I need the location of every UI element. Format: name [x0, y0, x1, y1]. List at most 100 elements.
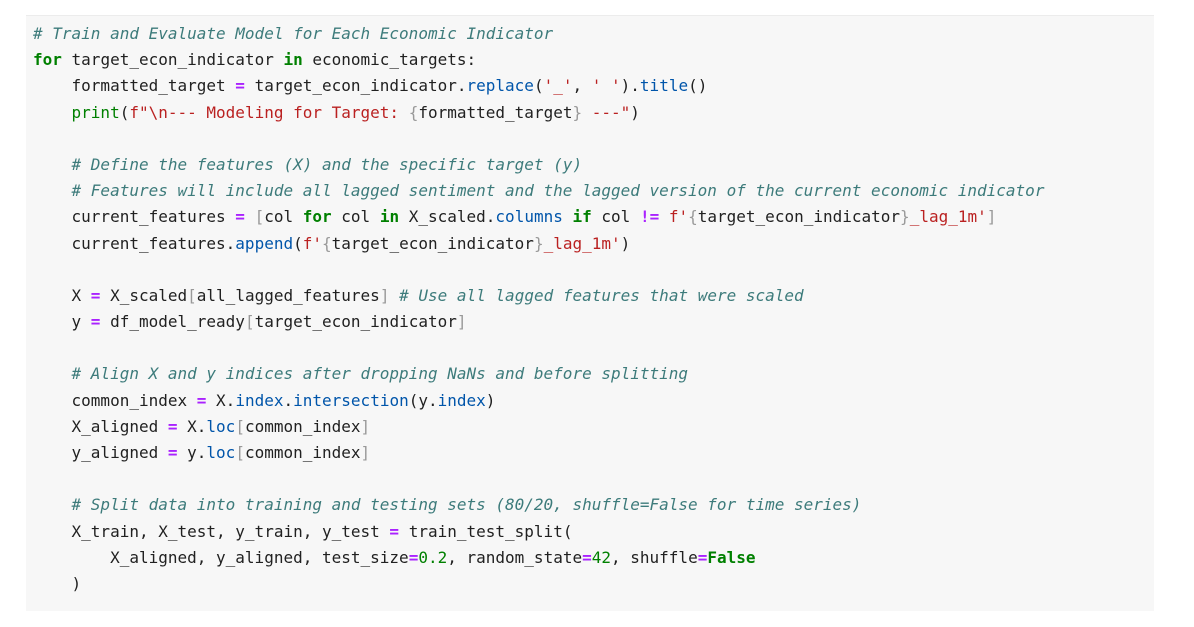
code-token-plain — [33, 364, 72, 383]
code-token-builtin: print — [71, 102, 120, 122]
code-line — [33, 335, 1044, 361]
code-token-plain: economic_targets: — [302, 50, 477, 70]
code-token-plain: target_econ_indicator — [331, 233, 534, 253]
code-token-string: _lag_1m' — [909, 207, 987, 227]
code-token-brace: [ — [244, 312, 255, 332]
code-line: X_aligned, y_aligned, test_size=0.2, ran… — [33, 545, 1044, 571]
code-token-brace: [ — [235, 443, 245, 462]
code-token-plain: ) — [485, 390, 496, 410]
code-token-plain: X. — [206, 390, 236, 410]
code-token-attr: loc — [206, 416, 236, 436]
code-token-brace: { — [408, 102, 419, 122]
code-token-plain — [245, 207, 255, 226]
code-line: y = df_model_ready[target_econ_indicator… — [33, 309, 1044, 335]
code-token-comment: # Features will include all lagged senti… — [71, 181, 1045, 201]
code-token-plain — [33, 495, 72, 514]
code-token-plain — [33, 155, 72, 174]
code-token-keyword: in — [283, 50, 303, 70]
code-token-plain: X_aligned — [33, 416, 168, 436]
code-cell[interactable]: # Train and Evaluate Model for Each Econ… — [26, 15, 1154, 611]
code-token-plain: ( — [119, 102, 130, 122]
code-token-plain: current_features. — [33, 233, 236, 253]
code-token-keyword: for — [33, 50, 62, 70]
code-token-string: ---" — [582, 102, 631, 122]
code-token-plain: X_scaled — [100, 285, 188, 305]
code-token-plain: common_index — [244, 416, 361, 436]
code-token-attr: append — [235, 233, 294, 253]
code-token-number: 0.2 — [418, 547, 448, 567]
code-token-op: = — [235, 207, 245, 227]
code-token-brace: [ — [254, 207, 265, 227]
code-token-attr: index — [235, 390, 284, 410]
code-token-plain: target_econ_indicator — [61, 50, 284, 70]
code-token-plain: current_features — [33, 207, 236, 227]
code-line: current_features.append(f'{target_econ_i… — [33, 231, 1044, 257]
code-token-attr: columns — [495, 207, 563, 227]
code-token-plain: X — [33, 285, 91, 305]
code-line: print(f"\n--- Modeling for Target: {form… — [33, 100, 1044, 126]
code-token-plain: () — [688, 76, 708, 96]
code-token-number: 42 — [591, 547, 611, 567]
code-token-keyword: False — [707, 547, 756, 567]
code-token-brace: } — [533, 233, 544, 253]
code-token-plain: ) — [620, 233, 631, 253]
code-token-plain: common_index — [33, 390, 197, 410]
code-token-comment: # Align X and y indices after dropping N… — [71, 364, 689, 384]
code-token-plain: X_train, X_test, y_train, y_test — [33, 521, 390, 541]
code-token-plain: df_model_ready — [100, 312, 245, 332]
code-token-plain: col — [264, 207, 303, 227]
code-token-op: = — [389, 521, 400, 541]
code-editor[interactable]: # Train and Evaluate Model for Each Econ… — [33, 21, 1044, 597]
code-token-plain: X_aligned, y_aligned, test_size — [33, 547, 409, 567]
code-line: # Features will include all lagged senti… — [33, 178, 1045, 204]
code-token-attr: index — [437, 390, 486, 410]
code-token-string: f"\n--- Modeling for Target: — [129, 102, 409, 122]
code-token-plain: , shuffle — [611, 547, 698, 567]
code-token-op: = — [167, 416, 178, 436]
code-token-brace: { — [322, 233, 332, 253]
code-token-brace: [ — [235, 416, 245, 436]
code-line: common_index = X.index.intersection(y.in… — [33, 388, 1044, 414]
code-token-attr: title — [639, 76, 689, 96]
code-token-plain: common_index — [244, 443, 361, 462]
code-token-brace: [ — [187, 285, 197, 305]
code-token-attr: replace — [466, 76, 534, 96]
code-token-plain: ( — [533, 76, 544, 96]
code-token-plain: , random_state — [447, 547, 583, 567]
code-token-comment: # Split data into training and testing s… — [71, 495, 862, 515]
code-token-comment: # Define the features (X) and the specif… — [71, 154, 583, 174]
code-token-keyword: for — [302, 207, 332, 227]
code-line: X = X_scaled[all_lagged_features] # Use … — [33, 283, 1044, 309]
code-token-op: = — [196, 390, 207, 410]
code-token-brace: ] — [360, 416, 371, 436]
code-token-attr: loc — [206, 443, 236, 462]
code-token-plain — [659, 207, 669, 226]
code-line: formatted_target = target_econ_indicator… — [33, 73, 1044, 99]
code-token-brace: ] — [456, 312, 467, 332]
code-token-brace: ] — [986, 207, 997, 227]
code-token-plain — [33, 103, 72, 122]
code-line: # Split data into training and testing s… — [33, 492, 1044, 518]
code-token-string: f' — [302, 233, 322, 253]
code-token-plain: X_scaled. — [399, 207, 496, 227]
code-line — [33, 126, 1044, 152]
code-token-plain: formatted_target — [418, 102, 573, 122]
code-line: # Define the features (X) and the specif… — [33, 152, 1044, 178]
code-line: ) — [33, 571, 1044, 597]
code-token-plain: formatted_target — [33, 76, 236, 96]
code-token-plain: X. — [177, 416, 207, 436]
code-token-op: = — [582, 547, 592, 567]
code-token-plain: target_econ_indicator — [697, 207, 901, 227]
code-token-plain: target_econ_indicator. — [244, 76, 467, 96]
code-token-attr: intersection — [293, 390, 409, 410]
code-line: current_features = [col for col in X_sca… — [33, 204, 1044, 230]
code-token-op: = — [90, 285, 101, 305]
code-token-op: != — [639, 207, 660, 227]
code-token-brace: } — [900, 207, 910, 227]
code-token-plain — [389, 286, 399, 305]
code-token-op: = — [90, 312, 101, 332]
code-token-plain: y. — [177, 443, 207, 462]
code-token-plain: . — [283, 390, 294, 410]
code-token-plain: col — [591, 207, 640, 227]
code-token-op: = — [408, 547, 419, 567]
